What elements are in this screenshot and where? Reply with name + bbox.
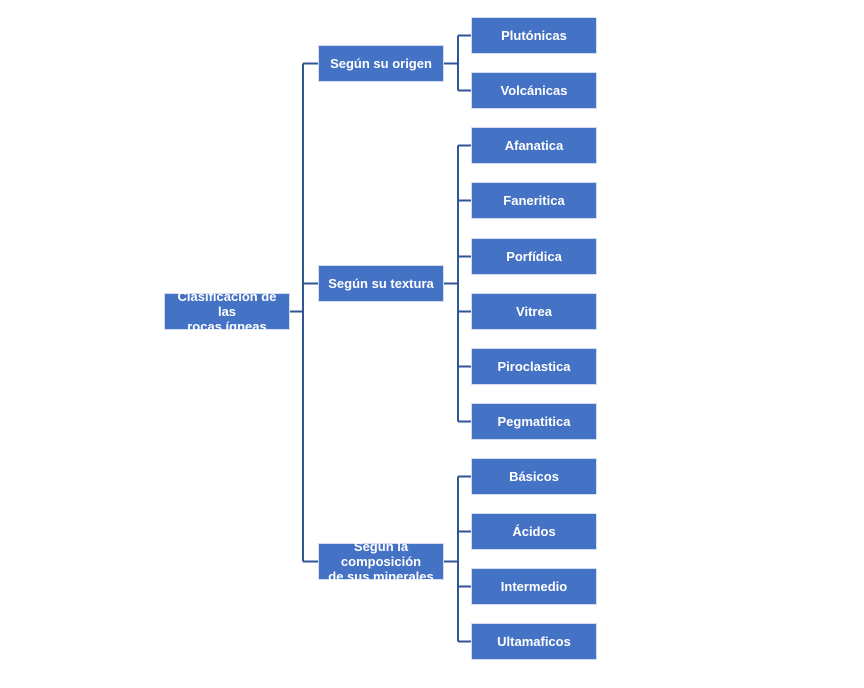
leaf-label: Piroclastica xyxy=(497,359,571,374)
leaf-label: Porfídica xyxy=(506,249,562,264)
leaf-node-porfidica: Porfídica xyxy=(471,238,597,275)
leaf-node-acidos: Ácidos xyxy=(471,513,597,550)
leaf-node-basicos: Básicos xyxy=(471,458,597,495)
root-label-line-1: Clasificación de las xyxy=(177,289,277,319)
leaf-node-afanatica: Afanatica xyxy=(471,127,597,164)
branch-composition-line-2: de sus minerales xyxy=(328,569,434,584)
leaf-label: Básicos xyxy=(509,469,559,484)
leaf-node-vitrea: Vitrea xyxy=(471,293,597,330)
leaf-label: Faneritica xyxy=(503,193,565,208)
branch-node-texture: Según su textura xyxy=(318,265,444,302)
branch-texture-label: Según su textura xyxy=(328,276,434,291)
leaf-label: Afanatica xyxy=(504,138,564,153)
leaf-node-ultamaficos: Ultamaficos xyxy=(471,623,597,660)
leaf-label: Vitrea xyxy=(516,304,552,319)
leaf-label: Ultamaficos xyxy=(497,634,571,649)
branch-composition-line-1: Según la composición xyxy=(340,539,422,569)
root-label-line-2: rocas ígneas xyxy=(187,319,267,334)
root-node-igneous-rock-classification: Clasificación de las rocas ígneas xyxy=(164,289,290,334)
leaf-label: Volcánicas xyxy=(500,83,568,98)
leaf-node-pegmatitica: Pegmatitica xyxy=(471,403,597,440)
leaf-label: Ácidos xyxy=(512,524,556,539)
root-node-label: Clasificación de las rocas ígneas xyxy=(169,289,285,334)
branch-composition-label: Según la composición de sus minerales xyxy=(323,539,439,584)
leaf-node-piroclastica: Piroclastica xyxy=(471,348,597,385)
leaf-node-faneritica: Faneritica xyxy=(471,182,597,219)
leaf-node-volcanicas: Volcánicas xyxy=(471,72,597,109)
branch-node-mineral-composition: Según la composición de sus minerales xyxy=(318,539,444,584)
leaf-label: Intermedio xyxy=(500,579,568,594)
leaf-node-intermedio: Intermedio xyxy=(471,568,597,605)
leaf-label: Pegmatitica xyxy=(497,414,571,429)
leaf-node-plutonicas: Plutónicas xyxy=(471,17,597,54)
branch-origin-label: Según su origen xyxy=(330,56,432,71)
leaf-label: Plutónicas xyxy=(501,28,567,43)
branch-node-origin: Según su origen xyxy=(318,45,444,82)
